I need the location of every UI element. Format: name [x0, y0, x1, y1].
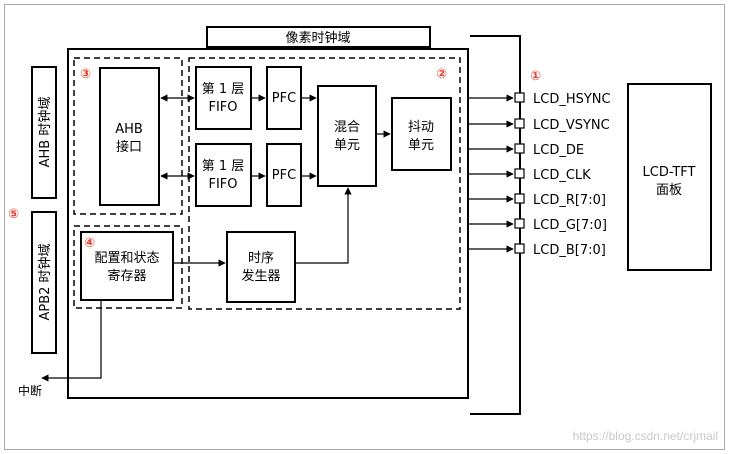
signal-group: LCD_HSYNC LCD_VSYNC LCD_DE LCD_CLK LCD_R[7:0…: [468, 92, 611, 258]
region-3-dashed: [73, 57, 183, 215]
signal-pin: [514, 193, 525, 204]
pfc-bottom-block: [266, 143, 302, 207]
dither-unit-block: [391, 97, 452, 171]
marker-1: ①: [530, 69, 541, 84]
signal-label: LCD_R[7:0]: [533, 193, 606, 208]
blend-unit-label-1: 混合: [334, 120, 360, 135]
marker-4: ④: [84, 236, 95, 251]
signal-pin: [514, 92, 525, 103]
ahb-clock-domain-label: AHB 时钟域: [37, 97, 53, 168]
region-4-dashed: [73, 225, 183, 309]
config-registers-label-2: 寄存器: [107, 268, 146, 284]
ahb-interface-label-2: 接口: [116, 139, 142, 155]
signal-pin: [514, 218, 525, 229]
timing-generator-block: [226, 231, 296, 303]
layer2-fifo-block: [195, 143, 252, 207]
signal-pin: [514, 243, 525, 254]
ahb-interface-label-1: AHB: [115, 122, 143, 137]
layer2-fifo-label-1: 第 1 层: [202, 159, 245, 174]
signal-label: LCD_B[7:0]: [533, 243, 606, 258]
config-registers-block: [80, 231, 174, 301]
timing-generator-label-1: 时序: [248, 251, 274, 266]
signal-label: LCD_CLK: [533, 168, 591, 183]
pixel-clock-bracket: [470, 35, 521, 415]
ahb-clock-domain-box: [31, 66, 57, 199]
marker-3: ③: [80, 67, 91, 82]
layer1-fifo-label-1: 第 1 层: [202, 82, 245, 97]
marker-5: ⑤: [8, 207, 19, 222]
image-frame: [4, 4, 725, 450]
signal-label: LCD_HSYNC: [533, 92, 611, 107]
layer2-fifo-label-2: FIFO: [208, 177, 237, 192]
blend-unit-block: [317, 85, 377, 187]
pfc-bottom-label: PFC: [272, 168, 296, 183]
arrow-interrupt: [41, 300, 102, 382]
signal-label: LCD_G[7:0]: [533, 218, 607, 233]
timing-generator-label-2: 发生器: [241, 268, 280, 284]
blend-unit-label-2: 单元: [334, 138, 360, 153]
signal-pin: [514, 168, 525, 179]
signal-pin: [514, 118, 525, 129]
apb2-clock-domain-box: [31, 211, 57, 354]
watermark: https://blog.csdn.net/crjmail: [573, 429, 718, 443]
pfc-top-label: PFC: [272, 91, 296, 106]
config-registers-label-1: 配置和状态: [94, 251, 159, 266]
layer1-fifo-block: [195, 66, 252, 130]
apb2-clock-domain-label: APB2 时钟域: [37, 243, 53, 320]
pixel-clock-domain-box: [206, 26, 431, 48]
ahb-interface-block: [99, 67, 160, 206]
interrupt-label: 中断: [18, 383, 42, 398]
lcd-panel-label-1: LCD-TFT: [643, 165, 696, 180]
lcd-panel-label-2: 面板: [656, 183, 682, 198]
signal-label: LCD_VSYNC: [533, 118, 610, 133]
dither-unit-label-2: 单元: [408, 138, 434, 153]
marker-2: ②: [436, 67, 447, 82]
pixel-clock-domain-label: 像素时钟域: [285, 30, 350, 46]
lcd-panel-block: [627, 83, 712, 271]
layer1-fifo-label-2: FIFO: [208, 100, 237, 115]
dither-unit-label-1: 抖动: [408, 120, 434, 135]
signal-label: LCD_DE: [533, 143, 584, 158]
region-2-dashed: [188, 57, 461, 310]
arrow-timing-blend: [295, 187, 352, 264]
signal-pin: [514, 143, 525, 154]
